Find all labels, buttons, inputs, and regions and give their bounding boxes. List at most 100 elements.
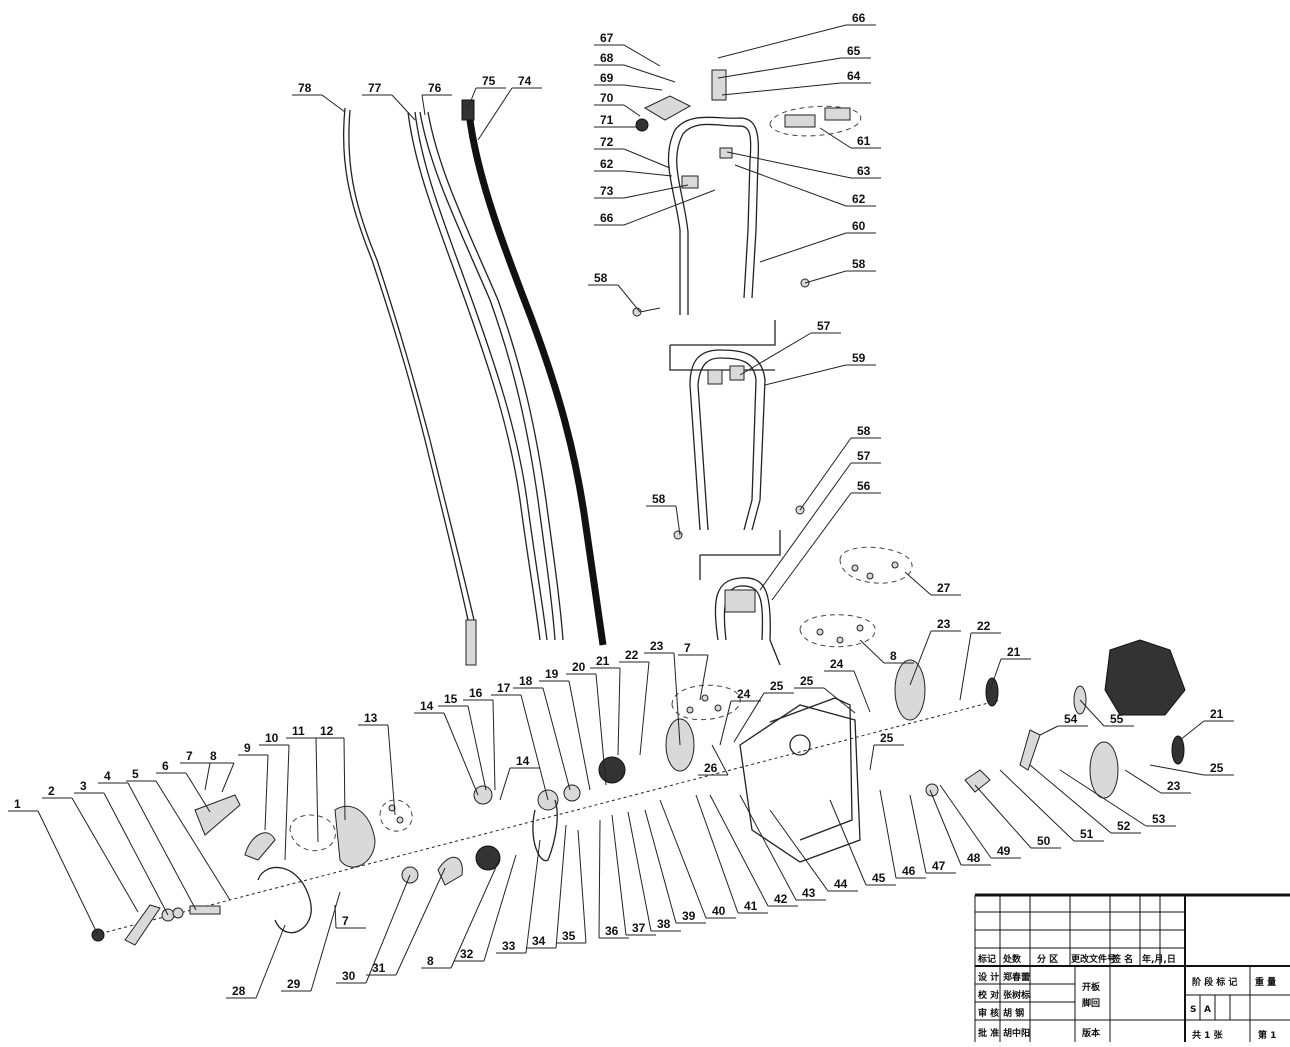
callout-number: 65: [847, 44, 861, 58]
callout-leader: [1059, 769, 1147, 827]
callout-leader: [823, 687, 856, 714]
tb-header-1: 处数: [1002, 953, 1022, 965]
callout-number: 68: [600, 51, 614, 65]
callout-number: 16: [469, 686, 483, 700]
grip-70: [643, 95, 692, 121]
callout-57: 57: [739, 319, 841, 376]
callout-leader: [764, 364, 847, 386]
callout-75: 75: [467, 74, 506, 109]
callout-leader: [555, 824, 567, 949]
callout-number: 62: [852, 192, 866, 206]
lower-handle: [673, 505, 805, 666]
callout-leader: [623, 184, 689, 199]
callout-leader: [221, 762, 235, 793]
callout-58: 58: [588, 271, 641, 313]
callout-number: 25: [1210, 761, 1224, 775]
callout-51: 51: [999, 769, 1104, 842]
callout-2: 2: [42, 784, 139, 913]
callout-leader: [819, 127, 852, 149]
callout-leader: [623, 84, 663, 91]
callout-49: 49: [939, 784, 1021, 859]
callout-9: 9: [238, 741, 269, 831]
callout-number: 61: [857, 134, 871, 148]
callout-leader: [717, 57, 842, 79]
callout-leader: [974, 784, 1032, 849]
callout-number: 18: [519, 674, 533, 688]
callout-number: 70: [600, 91, 614, 105]
callout-71: 71: [594, 113, 638, 128]
callout-number: 74: [518, 74, 532, 88]
tb-sheet-num: 第 1: [1258, 1029, 1276, 1041]
callout-67: 67: [594, 31, 661, 67]
callout-leader: [477, 87, 513, 141]
callout-number: 78: [298, 81, 312, 95]
callout-number: 23: [937, 617, 951, 631]
callout-leader: [804, 270, 847, 284]
callout-58: 58: [646, 492, 681, 536]
callout-number: 41: [744, 899, 758, 913]
callout-73: 73: [594, 184, 689, 199]
callout-25: 25: [1149, 761, 1234, 776]
callout-number: 49: [997, 844, 1011, 858]
callout-number: 2: [48, 784, 55, 798]
callout-number: 66: [600, 211, 614, 225]
callout-number: 14: [516, 754, 530, 768]
callout-76: 76: [421, 81, 452, 116]
tb-name-0: 郑春蕾: [1003, 971, 1030, 983]
callout-leader: [711, 744, 729, 776]
grip-set-61: [769, 105, 862, 137]
cable-78: [342, 107, 477, 666]
callout-leader: [37, 810, 99, 936]
callout-leader: [185, 772, 211, 813]
callout-number: 35: [562, 929, 576, 943]
callout-23: 23: [1124, 769, 1191, 794]
callout-leader: [1149, 764, 1205, 776]
callout-leader: [334, 904, 337, 929]
callout-78: 78: [292, 81, 346, 113]
tb-sheet-total: 共 1 张: [1192, 1029, 1224, 1041]
tb-stage-header: 阶 段 标 记: [1192, 976, 1237, 988]
callout-number: 27: [937, 581, 951, 595]
callout-63: 63: [726, 151, 881, 179]
callout-leader: [739, 794, 797, 901]
callout-leader: [734, 164, 847, 207]
callout-57: 57: [759, 449, 881, 591]
callout-10: 10: [259, 731, 290, 861]
callout-leader: [1029, 764, 1112, 834]
callout-leader: [909, 794, 927, 874]
callout-leader: [617, 284, 641, 313]
callout-number: 43: [802, 886, 816, 900]
callout-leader: [623, 148, 671, 169]
callout-leader: [769, 809, 829, 892]
callout-leader: [577, 829, 587, 944]
callout-8: 8: [204, 749, 235, 793]
callout-number: 4: [104, 769, 111, 783]
callout-7: 7: [678, 641, 709, 701]
callout-leader: [771, 492, 852, 601]
callout-leader: [617, 667, 621, 756]
callout-leader: [989, 658, 1002, 691]
callout-leader: [759, 232, 847, 263]
callout-4: 4: [98, 769, 197, 911]
callout-number: 17: [497, 681, 511, 695]
callout-20: 20: [566, 660, 607, 786]
callout-leader: [467, 705, 487, 791]
callout-number: 25: [800, 674, 814, 688]
callout-leader: [1179, 720, 1205, 741]
callout-number: 12: [320, 724, 334, 738]
callout-number: 59: [852, 351, 866, 365]
callout-number: 54: [1064, 712, 1078, 726]
cable-77: [407, 111, 548, 641]
callout-leader: [799, 437, 852, 511]
callout-number: 55: [1110, 712, 1124, 726]
callout-leader: [639, 661, 650, 756]
callout-leader: [204, 762, 211, 791]
tb-stage-a: A: [1204, 1005, 1211, 1015]
callout-41: 41: [695, 794, 768, 914]
callout-number: 46: [902, 864, 916, 878]
callout-7: 7: [334, 904, 366, 929]
callout-26: 26: [698, 744, 729, 776]
cable-74: [461, 99, 607, 646]
callout-43: 43: [739, 794, 826, 901]
callout-leader: [103, 792, 169, 916]
